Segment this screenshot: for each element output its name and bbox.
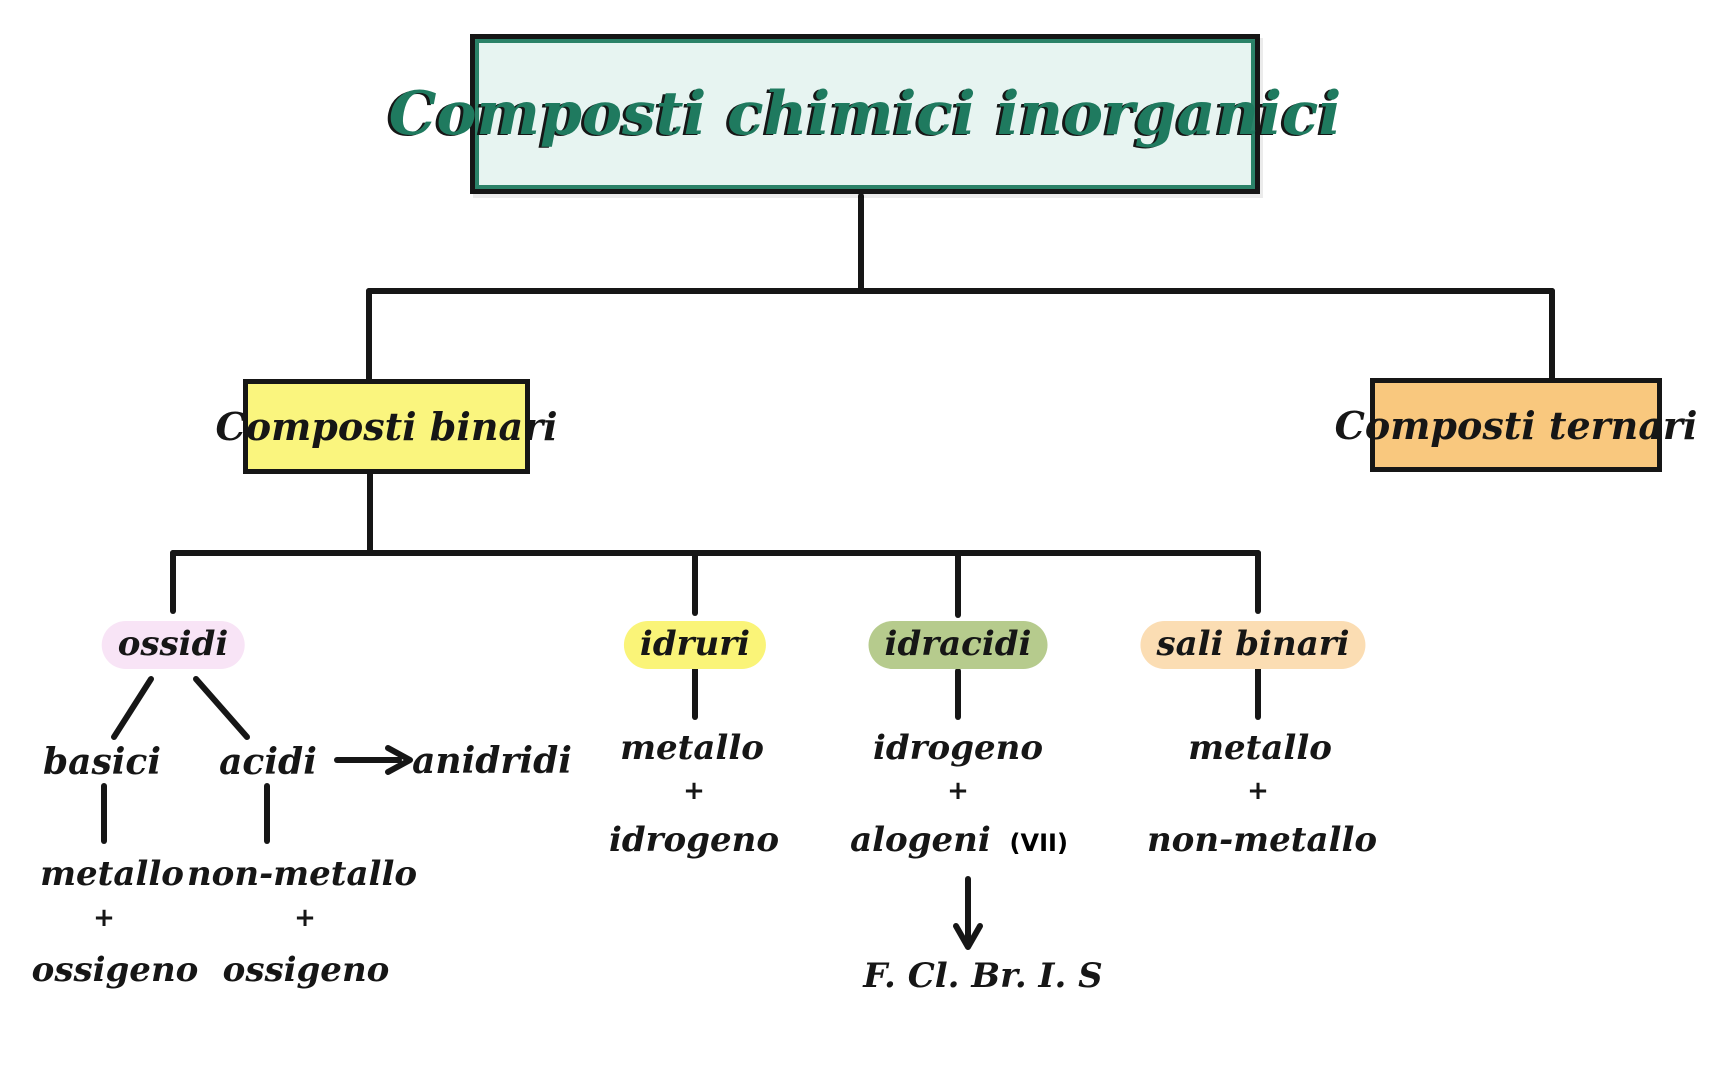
node-acidi: acidi (219, 741, 317, 783)
connector-line (111, 676, 154, 740)
alogeni-label: alogeni (850, 820, 991, 860)
plus-sign: + (1247, 776, 1269, 806)
idruri-formula-component-a: metallo (620, 728, 764, 768)
idracidi-formula-component-a: idrogeno (872, 728, 1044, 768)
node-composti-ternari: Composti ternari (1335, 378, 1697, 472)
acidi-formula-component-a: non-metallo (186, 854, 418, 894)
composti-ternari-label: Composti ternari (1334, 402, 1698, 448)
node-idracidi: idracidi (868, 621, 1048, 669)
idracidi-formula-component-b: alogeni (VII) (850, 820, 1068, 860)
node-composti-binari: Composti binari (215, 379, 558, 474)
idruri-formula-component-b: idrogeno (608, 820, 780, 860)
acidi-formula-component-b: ossigeno (222, 950, 390, 990)
halogen-examples: F. Cl. Br. I. S (863, 956, 1103, 996)
plus-sign: + (93, 903, 115, 933)
plus-sign: + (683, 776, 705, 806)
node-anidridi: anidridi (412, 740, 572, 782)
right-arrow-icon (334, 745, 413, 775)
composti-binari-label: Composti binari (215, 404, 558, 449)
node-ossidi: ossidi (101, 621, 245, 669)
sali-formula-component-b: non-metallo (1146, 820, 1378, 860)
plus-sign: + (294, 903, 316, 933)
connector-line (193, 676, 250, 740)
root-label: Composti chimici inorganici (388, 79, 1342, 149)
basici-formula-component-a: metallo (40, 854, 184, 894)
root-node: Composti chimici inorganici (389, 34, 1341, 194)
group-number-note: (VII) (1009, 829, 1068, 857)
basici-formula-component-b: ossigeno (31, 950, 199, 990)
down-arrow-icon (953, 876, 983, 950)
node-basici: basici (42, 741, 162, 783)
node-sali-binari: sali binari (1140, 621, 1366, 669)
node-idruri: idruri (623, 621, 767, 669)
sali-formula-component-a: metallo (1188, 728, 1332, 768)
plus-sign: + (947, 776, 969, 806)
